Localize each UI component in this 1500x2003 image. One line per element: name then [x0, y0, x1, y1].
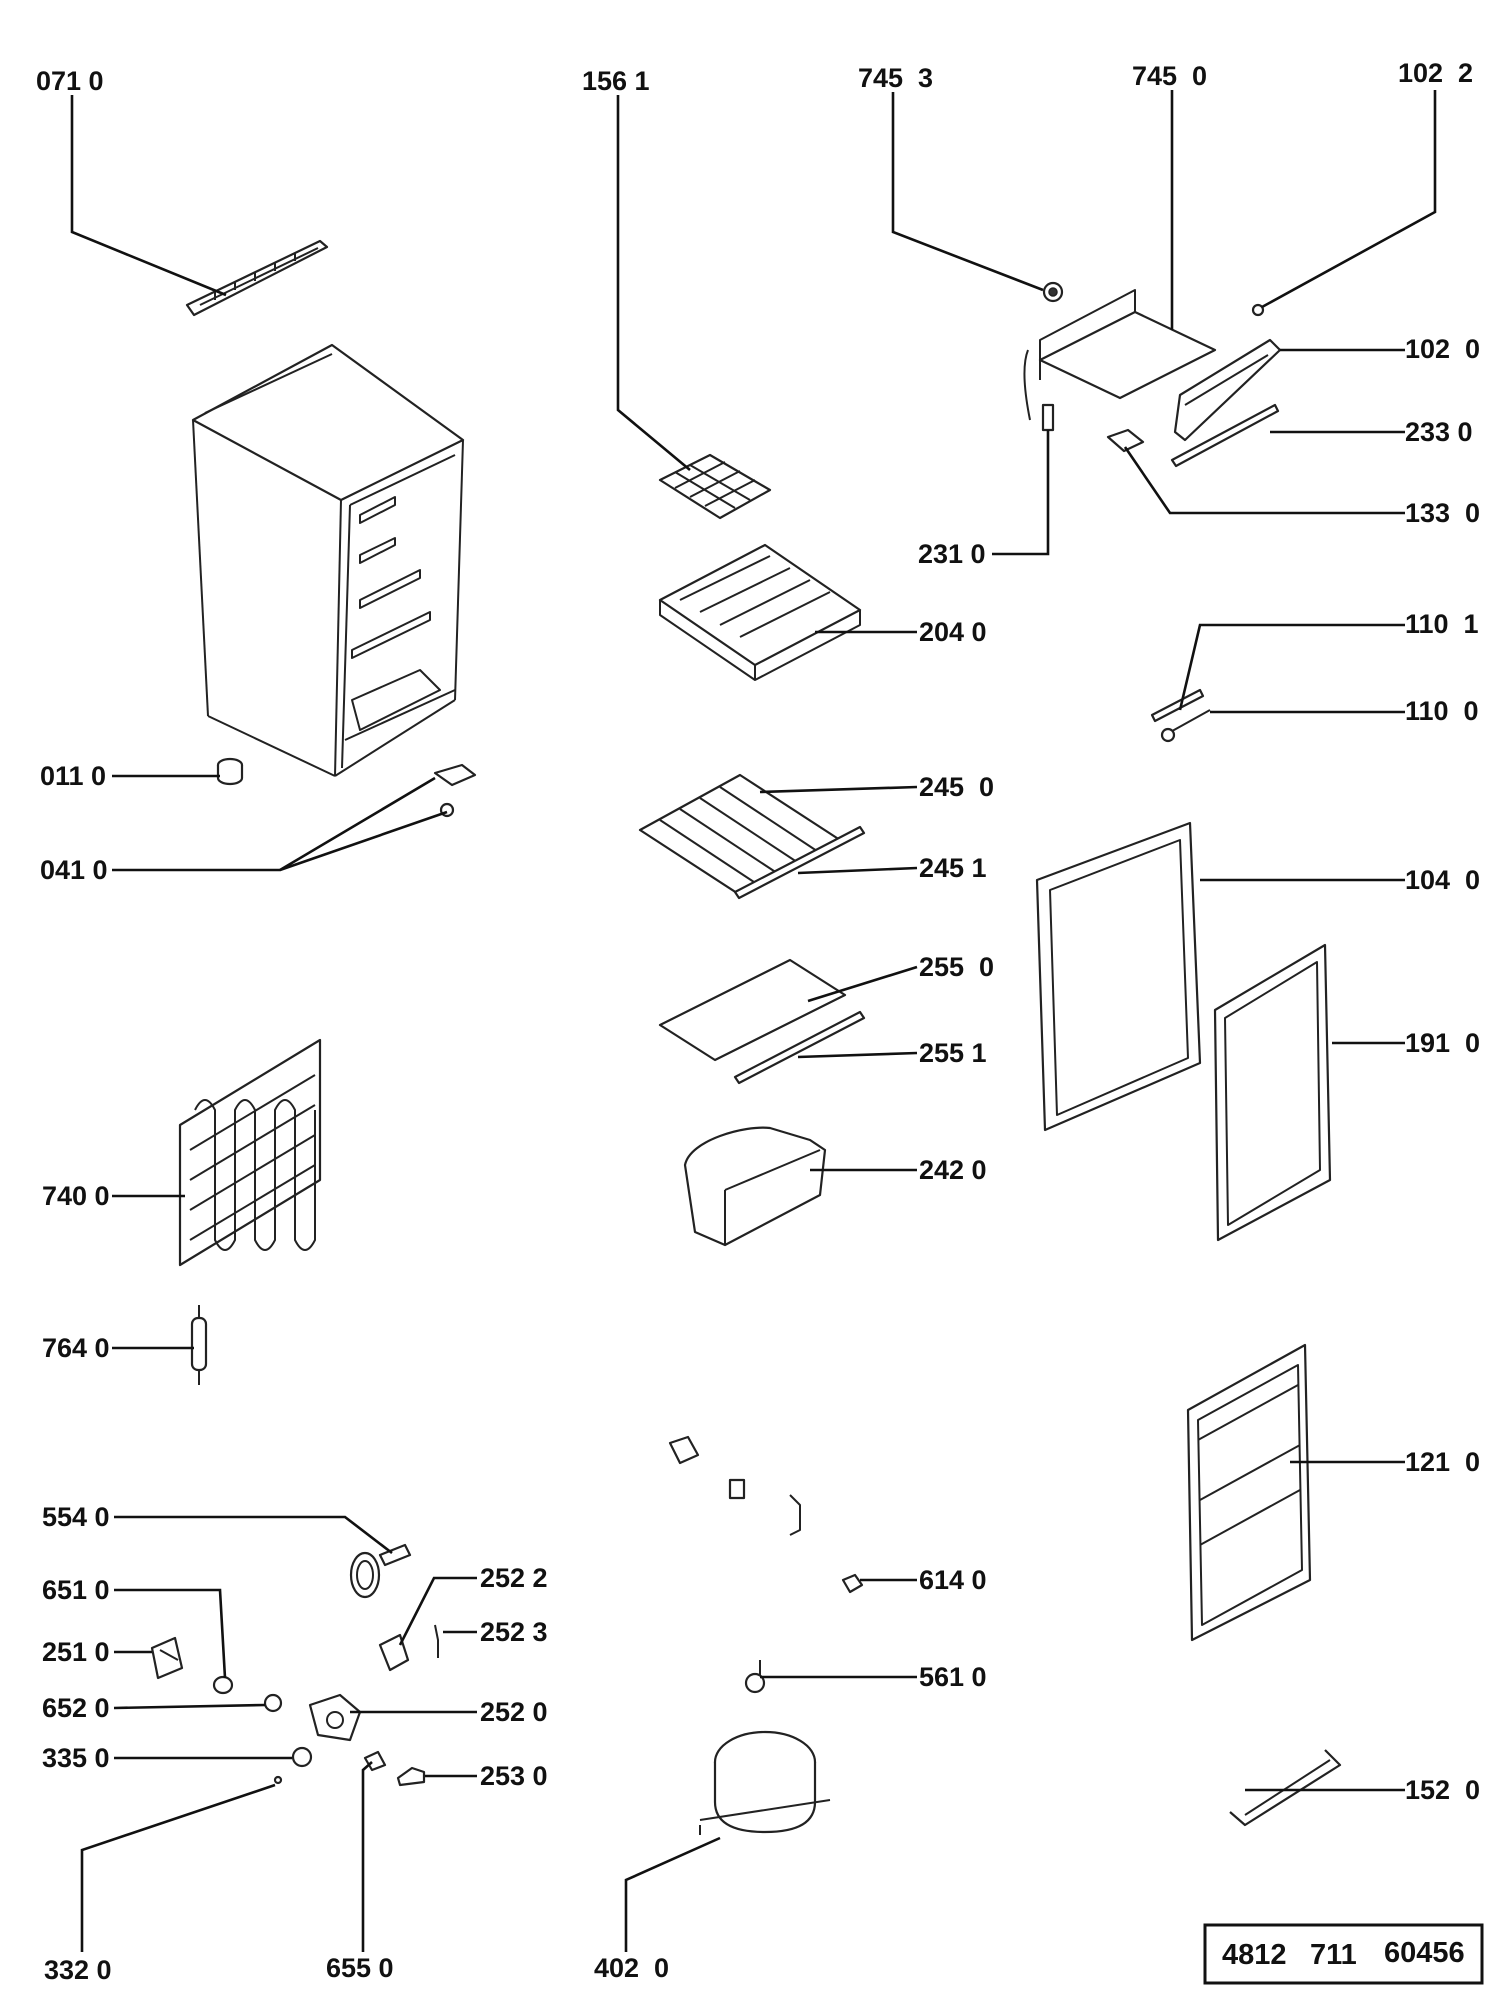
- label-252-0: 252 0: [480, 1697, 548, 1727]
- label-242-0: 242 0: [919, 1155, 987, 1185]
- label-745-3: 745 3: [858, 63, 933, 93]
- label-102-2: 102 2: [1398, 58, 1473, 88]
- label-332-0: 332 0: [44, 1955, 112, 1985]
- door-bar-part: [1229, 1749, 1342, 1827]
- catalog-number-box: 4812 711 60456: [1203, 1923, 1484, 1985]
- label-335-0: 335 0: [42, 1743, 110, 1773]
- label-764-0: 764 0: [42, 1333, 110, 1363]
- label-255-0: 255 0: [919, 952, 994, 982]
- label-652-0: 652 0: [42, 1693, 110, 1723]
- label-233-0: 233 0: [1405, 417, 1473, 447]
- label-121-0: 121 0: [1405, 1447, 1480, 1477]
- thermostat-coil-part: [349, 1543, 412, 1599]
- grommet-part: [841, 1573, 864, 1594]
- label-204-0: 204 0: [919, 617, 987, 647]
- lamp-clip-part: [363, 1750, 387, 1772]
- label-740-0: 740 0: [42, 1181, 110, 1211]
- label-231-0: 231 0: [918, 539, 986, 569]
- crisper-drawer-part: [683, 1126, 827, 1247]
- part-labels: 071 0 156 1 745 3 745 0 102 2 102 0 233 …: [36, 58, 1480, 1985]
- lamp-cover-part: [396, 1766, 426, 1787]
- compressor-part: [699, 1730, 831, 1835]
- label-191-0: 191 0: [1405, 1028, 1480, 1058]
- label-133-0: 133 0: [1405, 498, 1480, 528]
- label-251-0: 251 0: [42, 1637, 110, 1667]
- label-252-3: 252 3: [480, 1617, 548, 1647]
- wire-shelf-part: [638, 773, 842, 897]
- door-gasket-part: [1213, 943, 1332, 1242]
- shelf-trim-part: [733, 825, 866, 900]
- refrigerator-cabinet-part: [191, 343, 465, 777]
- label-651-0: 651 0: [42, 1575, 110, 1605]
- label-655-0: 655 0: [326, 1953, 394, 1983]
- drip-tray-part: [658, 543, 862, 681]
- panel-strip-part: [1170, 403, 1280, 468]
- label-071-0: 071 0: [36, 66, 104, 96]
- catalog-number-part1: 4812: [1222, 1939, 1287, 1971]
- catalog-number-part3: 60456: [1384, 1937, 1465, 1969]
- label-253-0: 253 0: [480, 1761, 548, 1791]
- overload-protector-part: [728, 1478, 746, 1500]
- bracket-screw-part: [434, 1624, 439, 1658]
- top-trim-strip-part: [185, 239, 329, 317]
- adjustable-foot-part: [216, 757, 244, 786]
- panel-cover-part: [1173, 338, 1282, 442]
- control-panel-part: [1023, 289, 1217, 421]
- thermostat-housing-part: [308, 1693, 362, 1742]
- label-041-0: 041 0: [40, 855, 108, 885]
- door-liner-part: [1186, 1343, 1312, 1642]
- label-245-1: 245 1: [919, 853, 987, 883]
- label-402-0: 402 0: [594, 1953, 669, 1983]
- label-745-0: 745 0: [1132, 61, 1207, 91]
- thermostat-part: [150, 1636, 184, 1680]
- freezer-door-part: [1035, 821, 1202, 1132]
- control-knob-part: [291, 1746, 313, 1768]
- label-252-2: 252 2: [480, 1563, 548, 1593]
- label-156-1: 156 1: [582, 66, 650, 96]
- relay-part: [668, 1435, 700, 1465]
- thermostat-knob-part: [1042, 281, 1064, 303]
- compressor-foot-part: [744, 1660, 766, 1694]
- leader-lines: [70, 90, 1437, 1952]
- lamp-bulb-part: [212, 1675, 234, 1695]
- label-110-1: 110 1: [1405, 609, 1479, 639]
- label-614-0: 614 0: [919, 1565, 987, 1595]
- clip-wire-part: [789, 1494, 801, 1536]
- glass-shelf-part: [658, 958, 847, 1062]
- drier-filter-part: [190, 1305, 208, 1385]
- label-102-0: 102 0: [1405, 334, 1480, 364]
- label-104-0: 104 0: [1405, 865, 1480, 895]
- label-255-1: 255 1: [919, 1038, 987, 1068]
- label-245-0: 245 0: [919, 772, 994, 802]
- label-110-0: 110 0: [1405, 696, 1479, 726]
- label-152-0: 152 0: [1405, 1775, 1480, 1805]
- knob-insert-part: [273, 1775, 283, 1785]
- label-011-0: 011 0: [40, 761, 106, 791]
- bottom-hinge-part: [433, 763, 477, 818]
- glass-shelf-trim-part: [733, 1010, 866, 1085]
- lamp-socket-part: [1041, 403, 1055, 432]
- label-554-0: 554 0: [42, 1502, 110, 1532]
- screw-part: [1251, 303, 1265, 317]
- catalog-number-part2: 711: [1310, 1939, 1357, 1971]
- door-hinge-pin-part: [1160, 709, 1211, 743]
- label-561-0: 561 0: [919, 1662, 987, 1692]
- lamp-holder-part: [263, 1693, 283, 1713]
- condenser-part: [178, 1038, 322, 1267]
- door-hinge-cover-part: [1150, 688, 1205, 723]
- ice-tray-part: [658, 453, 772, 520]
- light-switch-part: [1106, 428, 1145, 453]
